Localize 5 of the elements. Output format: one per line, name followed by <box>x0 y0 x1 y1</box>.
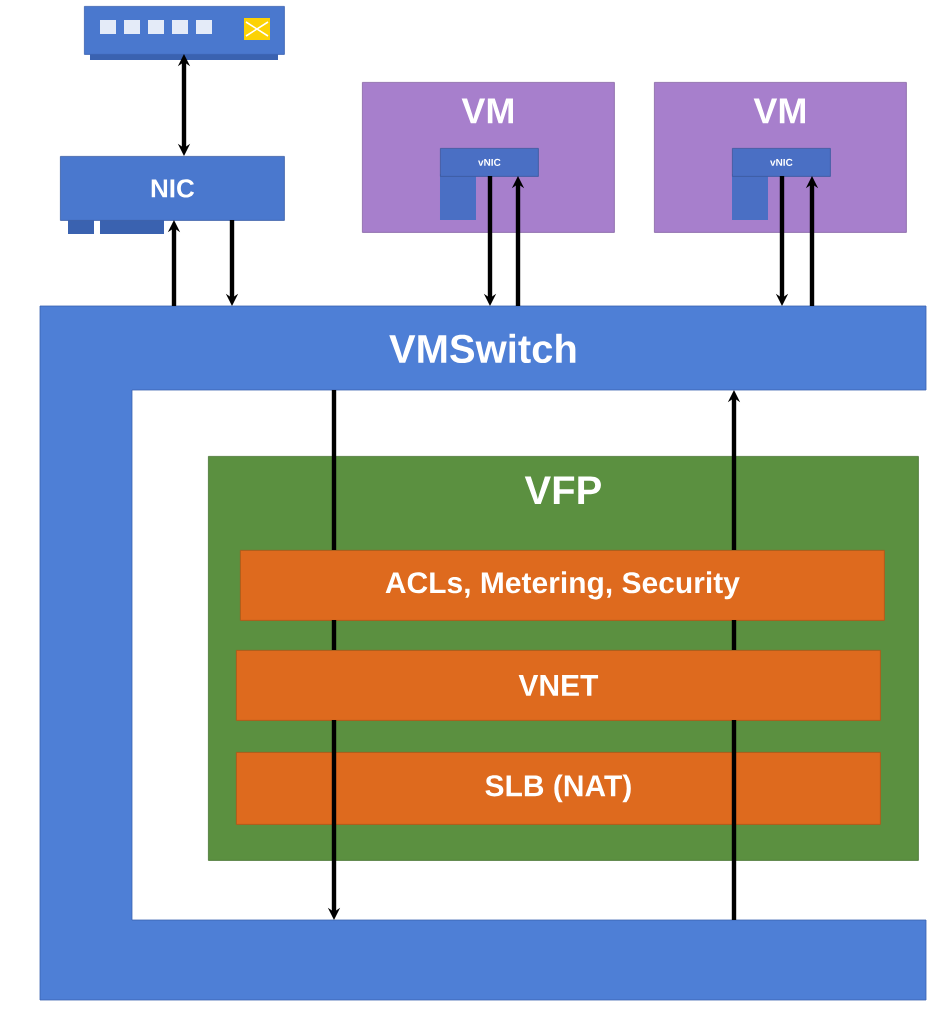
nic-card: NIC <box>60 156 285 234</box>
layer-bar: ACLs, Metering, Security <box>240 550 885 621</box>
network-switch-drawing <box>84 6 285 60</box>
layer-bar: VNET <box>236 650 881 721</box>
layer-bar: SLB (NAT) <box>236 752 881 825</box>
